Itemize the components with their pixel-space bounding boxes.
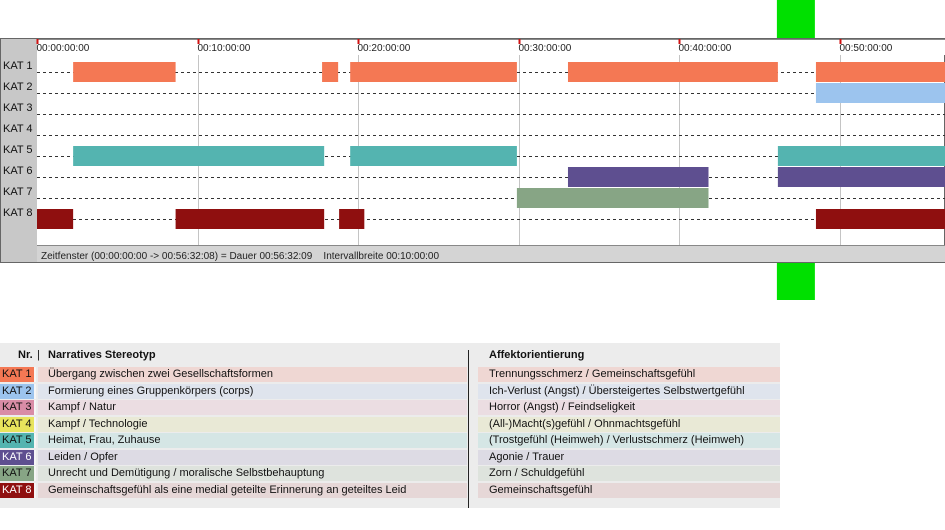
row-label: KAT 4 [3, 123, 33, 135]
timeline-segment [339, 209, 365, 229]
category-legend: Nr. | Narratives Stereotyp Affektorienti… [0, 343, 780, 508]
timeline-segment [175, 209, 325, 229]
timeline-chart: 00:00:00:00 00:10:00:00 00:20:00:00 00:30:0… [0, 0, 945, 300]
legend-affekt: (Trostgefühl (Heimweh) / Verlustschmerz … [478, 433, 780, 448]
legend-header-separator: | [37, 349, 40, 361]
legend-category-swatch: KAT 8 [0, 482, 36, 498]
legend-affekt: Ich-Verlust (Angst) / Übersteigertes Sel… [478, 383, 780, 399]
legend-category-swatch: KAT 2 [0, 383, 36, 399]
timeline-segment [815, 83, 945, 103]
legend-affekt: Gemeinschaftsgefühl [478, 482, 780, 498]
timeline-segment [777, 146, 945, 166]
legend-category-swatch: KAT 6 [0, 449, 36, 465]
legend-affekt: Agonie / Trauer [478, 449, 780, 465]
timeline-segment [777, 167, 945, 187]
legend-stereotyp: Kampf / Technologie [38, 416, 467, 432]
status-bar [37, 245, 945, 262]
category-label-column [1, 39, 37, 262]
legend-stereotyp: Kampf / Natur [38, 400, 467, 415]
legend-category-swatch: KAT 7 [0, 466, 36, 481]
legend-column-divider [468, 350, 469, 508]
tick-label: 00:50:00:00 [840, 43, 893, 54]
legend-affekt: Trennungsschmerz / Gemeinschaftsgefühl [478, 367, 780, 382]
timeline-segment [815, 209, 945, 229]
legend-category-swatch: KAT 5 [0, 433, 36, 448]
timeline-segment [350, 146, 517, 166]
row-label: KAT 5 [3, 144, 33, 156]
legend-stereotyp: Übergang zwischen zwei Gesellschaftsform… [38, 367, 467, 382]
legend-category-swatch: KAT 1 [0, 367, 36, 382]
timeline-segment [73, 62, 176, 82]
timeline-segment [350, 62, 517, 82]
legend-header-affekt: Affektorientierung [489, 349, 585, 361]
tick-label: 00:00:00:00 [37, 43, 90, 54]
timeline-segment [37, 209, 74, 229]
legend-stereotyp: Heimat, Frau, Zuhause [38, 433, 467, 448]
status-text: Zeitfenster (00:00:00:00 -> 00:56:32:08)… [41, 251, 439, 262]
row-label: KAT 6 [3, 165, 33, 177]
row-label: KAT 7 [3, 186, 33, 198]
legend-header-stereotyp: Narratives Stereotyp [48, 349, 156, 361]
time-ruler [37, 39, 945, 55]
timeline-segment [567, 167, 709, 187]
legend-stereotyp: Gemeinschaftsgefühl als eine medial gete… [38, 482, 467, 498]
row-label: KAT 8 [3, 207, 33, 219]
legend-header-nr: Nr. [18, 349, 33, 361]
row-label: KAT 1 [3, 60, 33, 72]
legend-affekt: Horror (Angst) / Feindseligkeit [478, 400, 780, 415]
legend-category-swatch: KAT 4 [0, 416, 36, 432]
legend-header: Nr. | Narratives Stereotyp Affektorienti… [0, 343, 780, 367]
row-label: KAT 2 [3, 81, 33, 93]
timeline-segment [815, 62, 945, 82]
legend-stereotyp: Formierung eines Gruppenkörpers (corps) [38, 383, 467, 399]
tick-label: 00:20:00:00 [358, 43, 411, 54]
tick-label: 00:10:00:00 [198, 43, 251, 54]
tick-label: 00:40:00:00 [679, 43, 732, 54]
tick-label: 00:30:00:00 [519, 43, 572, 54]
row-label: KAT 3 [3, 102, 33, 114]
legend-stereotyp: Unrecht und Demütigung / moralische Selb… [38, 466, 467, 481]
legend-affekt: Zorn / Schuldgefühl [478, 466, 780, 481]
timeline-segment [73, 146, 325, 166]
legend-category-swatch: KAT 3 [0, 400, 36, 415]
timeline-segment [516, 188, 709, 208]
legend-affekt: (All-)Macht(s)gefühl / Ohnmachtsgefühl [478, 416, 780, 432]
timeline-segment [322, 62, 339, 82]
legend-stereotyp: Leiden / Opfer [38, 449, 467, 465]
timeline-segment [567, 62, 778, 82]
